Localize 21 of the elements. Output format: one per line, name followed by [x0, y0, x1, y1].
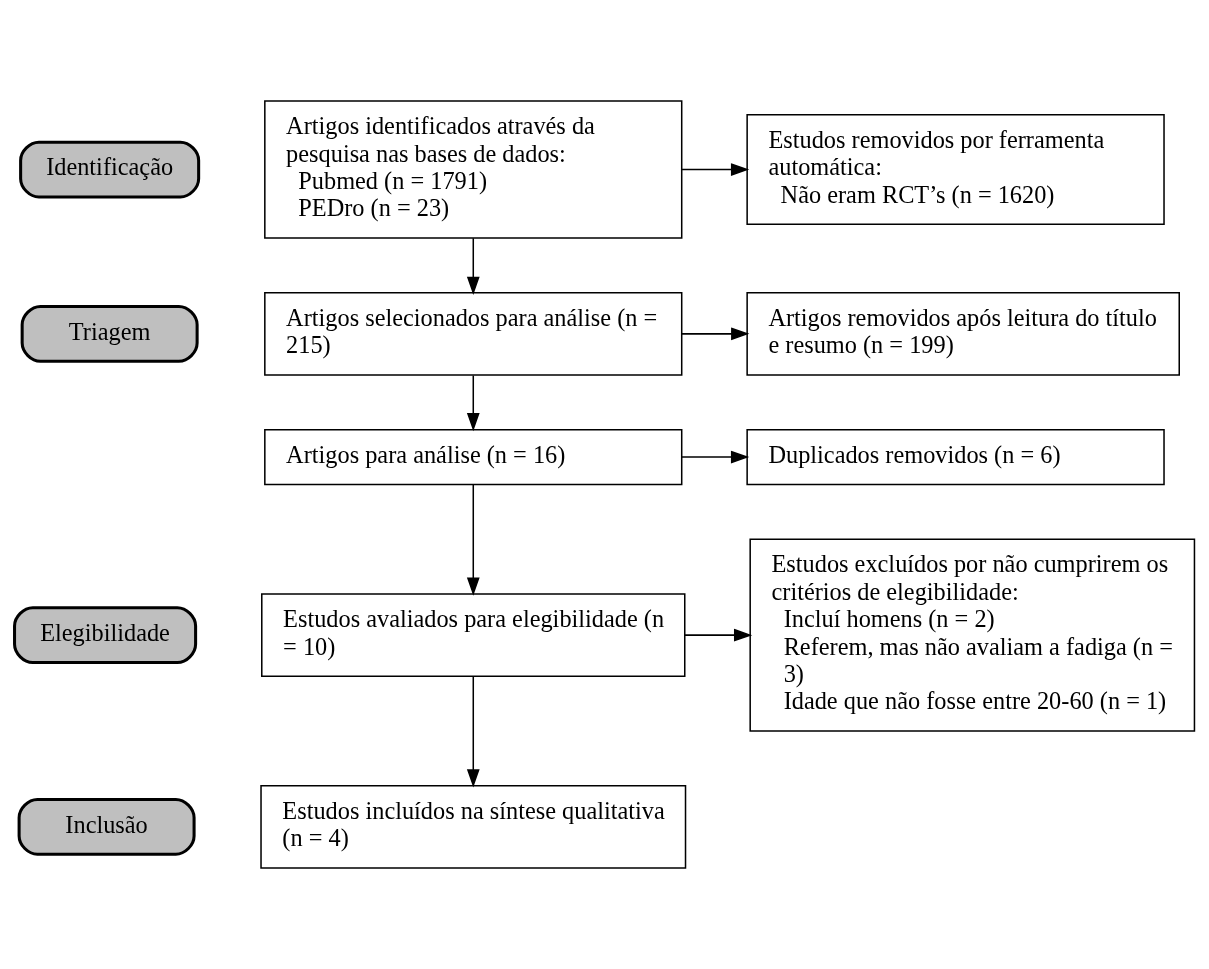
node-box: Artigos selecionados para análise (n = 215): [264, 292, 683, 376]
arrow: [466, 483, 480, 596]
node-box: Elegibilidade: [13, 606, 198, 665]
node-box: Estudos avaliados para elegibilidade (n = 10): [261, 593, 686, 677]
node-box: Estudos incluídos na síntese qualitativa (n = 4): [260, 785, 687, 869]
node-box: Artigos para análise (n = 16): [264, 428, 683, 486]
arrow: [681, 450, 750, 464]
node-box: Artigos identificados através da pesquisa nas bases de dados: Pubmed (n = 1791) PEDro (n = 23): [264, 100, 683, 239]
arrow: [466, 374, 480, 432]
arrow: [684, 628, 753, 642]
node-box: Duplicados removidos (n = 6): [746, 428, 1165, 486]
node-box: Inclusão: [17, 797, 196, 856]
arrow: [466, 237, 480, 295]
arrow: [466, 675, 480, 788]
node-box: Triagem: [20, 304, 199, 363]
node-box: Estudos removidos por ferramenta automática: Não eram RCT’s (n = 1620): [746, 114, 1165, 226]
arrow: [681, 327, 750, 341]
node-box: Estudos excluídos por não cumprirem os critérios de elegibilidade: Incluí homens (n = 2) Referem, mas não avaliam a fadiga (n = 3) Idade que não fosse entre 20-60 (n = 1): [749, 538, 1196, 732]
node-box: Artigos removidos após leitura do título e resumo (n = 199): [746, 292, 1180, 376]
arrow: [681, 163, 750, 176]
node-box: Identificação: [19, 140, 201, 199]
